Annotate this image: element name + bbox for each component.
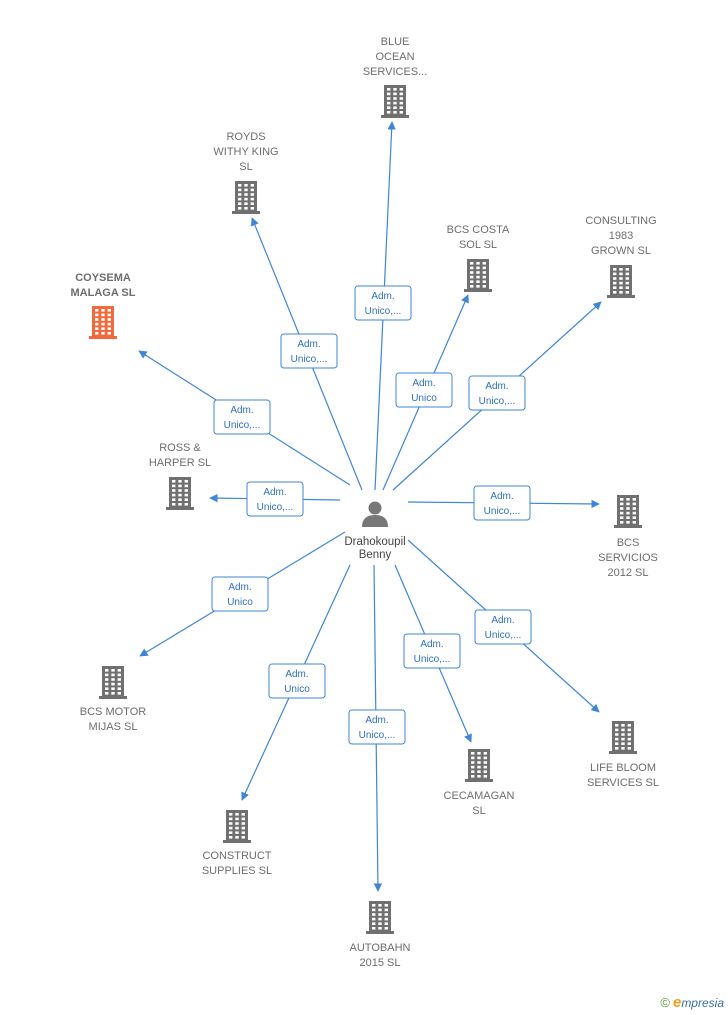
company-name-line[interactable]: HARPER SL — [149, 457, 211, 469]
company-name-line[interactable]: SERVICES SL — [587, 777, 659, 789]
company-name-line[interactable]: ROSS & — [159, 442, 201, 454]
company-name-line[interactable]: ROYDS — [226, 131, 265, 143]
role-text: Unico,... — [359, 730, 396, 741]
company-name-line[interactable]: 1983 — [609, 230, 633, 242]
company-node-life-bloom[interactable]: LIFE BLOOM SERVICES SL — [587, 721, 659, 789]
building-icon[interactable] — [223, 810, 251, 843]
copyright-symbol: © — [660, 995, 670, 1010]
company-name-line[interactable]: CONSTRUCT — [202, 850, 271, 862]
company-node-construct[interactable]: CONSTRUCT SUPPLIES SL — [202, 810, 272, 877]
role-label-bcs-motor[interactable]: Adm. Unico — [211, 576, 269, 612]
company-name-line[interactable]: SERVICIOS — [598, 552, 658, 564]
role-label-consulting[interactable]: Adm. Unico,... — [468, 375, 526, 411]
company-name-line[interactable]: SL — [239, 161, 252, 173]
role-label-ross[interactable]: Adm. Unico,... — [246, 481, 304, 517]
role-text: Adm. — [365, 715, 388, 726]
building-icon[interactable] — [99, 666, 127, 699]
company-name-line[interactable]: SERVICES... — [363, 66, 428, 78]
company-node-bcs-motor[interactable]: BCS MOTOR MIJAS SL — [80, 666, 146, 733]
role-label-construct[interactable]: Adm. Unico — [268, 663, 326, 699]
company-node-royds[interactable]: ROYDS WITHY KING SL — [213, 131, 279, 214]
role-text: Adm. — [297, 339, 320, 350]
role-label-cecamagan[interactable]: Adm. Unico,... — [403, 633, 461, 669]
building-icon[interactable] — [614, 495, 642, 528]
role-text: Adm. — [412, 378, 435, 389]
company-name-line[interactable]: LIFE BLOOM — [590, 762, 656, 774]
role-text: Adm. — [263, 487, 286, 498]
role-text: Unico,... — [414, 654, 451, 665]
company-name-line[interactable]: 2012 SL — [608, 567, 649, 579]
role-text: Unico,... — [291, 354, 328, 365]
company-name-line[interactable]: CECAMAGAN — [444, 790, 515, 802]
company-name-line[interactable]: BCS COSTA — [447, 224, 510, 236]
role-label-coysema[interactable]: Adm. Unico,... — [213, 399, 271, 435]
company-name-line[interactable]: SL — [472, 805, 485, 817]
company-node-coysema[interactable]: COYSEMA MALAGA SL — [71, 272, 136, 339]
company-name-line[interactable]: BLUE — [381, 36, 410, 48]
role-text: Unico,... — [224, 420, 261, 431]
person-name-line[interactable]: Benny — [359, 549, 392, 561]
role-text: Unico — [227, 597, 253, 608]
company-node-bcs-servicios[interactable]: BCS SERVICIOS 2012 SL — [598, 495, 658, 579]
building-icon[interactable] — [232, 181, 260, 214]
company-name-line[interactable]: SUPPLIES SL — [202, 865, 272, 877]
role-text: Adm. — [285, 669, 308, 680]
role-text: Adm. — [485, 381, 508, 392]
role-label-blue-ocean[interactable]: Adm. Unico,... — [354, 285, 412, 321]
role-text: Unico — [284, 684, 310, 695]
role-text: Unico,... — [365, 306, 402, 317]
role-text: Adm. — [228, 582, 251, 593]
role-label-bcs-servicios[interactable]: Adm. Unico,... — [473, 485, 531, 521]
company-name-line[interactable]: 2015 SL — [360, 957, 401, 969]
building-icon[interactable] — [166, 477, 194, 510]
role-text: Adm. — [371, 291, 394, 302]
role-text: Adm. — [230, 405, 253, 416]
company-node-cecamagan[interactable]: CECAMAGAN SL — [444, 749, 515, 817]
building-icon[interactable] — [366, 901, 394, 934]
brand-name: mpresia — [681, 996, 724, 1010]
building-icon[interactable] — [607, 265, 635, 298]
building-icon[interactable] — [381, 85, 409, 118]
role-label-autobahn[interactable]: Adm. Unico,... — [348, 709, 406, 745]
company-name-line[interactable]: MALAGA SL — [71, 287, 136, 299]
company-name-line[interactable]: AUTOBAHN — [350, 942, 411, 954]
role-label-life-bloom[interactable]: Adm. Unico,... — [474, 609, 532, 645]
company-name-line[interactable]: COYSEMA — [75, 272, 131, 284]
roles-layer: Adm.Unico,...Adm.Unico,...Adm.UnicoAdm.U… — [211, 285, 532, 745]
company-node-autobahn[interactable]: AUTOBAHN 2015 SL — [350, 901, 411, 969]
company-name-line[interactable]: GROWN SL — [591, 245, 651, 257]
role-label-bcs-costa[interactable]: Adm. Unico — [395, 372, 453, 408]
company-name-line[interactable]: BCS — [617, 537, 640, 549]
role-text: Unico,... — [479, 396, 516, 407]
footer-brand[interactable]: ©empresia — [660, 994, 724, 1011]
role-text: Adm. — [420, 639, 443, 650]
person-name-line[interactable]: Drahokoupil — [344, 536, 405, 548]
company-name-line[interactable]: SOL SL — [459, 239, 497, 251]
company-node-bcs-costa[interactable]: BCS COSTA SOL SL — [447, 224, 510, 292]
building-icon[interactable] — [609, 721, 637, 754]
nodes-layer: BLUE OCEAN SERVICES... ROYDS WITHY KING SL BCS… — [71, 36, 659, 969]
company-node-blue-ocean[interactable]: BLUE OCEAN SERVICES... — [363, 36, 428, 118]
role-text: Adm. — [490, 491, 513, 502]
company-name-line[interactable]: WITHY KING — [213, 146, 278, 158]
role-text: Unico,... — [257, 502, 294, 513]
role-text: Unico,... — [485, 630, 522, 641]
company-name-line[interactable]: OCEAN — [375, 51, 414, 63]
role-text: Adm. — [491, 615, 514, 626]
company-node-ross[interactable]: ROSS & HARPER SL — [149, 442, 211, 510]
company-name-line[interactable]: CONSULTING — [585, 215, 656, 227]
building-icon[interactable] — [464, 259, 492, 292]
person-icon[interactable] — [362, 501, 388, 528]
building-icon[interactable] — [465, 749, 493, 782]
role-label-royds[interactable]: Adm. Unico,... — [280, 333, 338, 369]
company-name-line[interactable]: BCS MOTOR — [80, 706, 146, 718]
building-icon[interactable] — [89, 306, 117, 339]
company-name-line[interactable]: MIJAS SL — [89, 721, 138, 733]
role-text: Unico,... — [484, 506, 521, 517]
role-text: Unico — [411, 393, 437, 404]
brand-initial: e — [672, 994, 682, 1011]
